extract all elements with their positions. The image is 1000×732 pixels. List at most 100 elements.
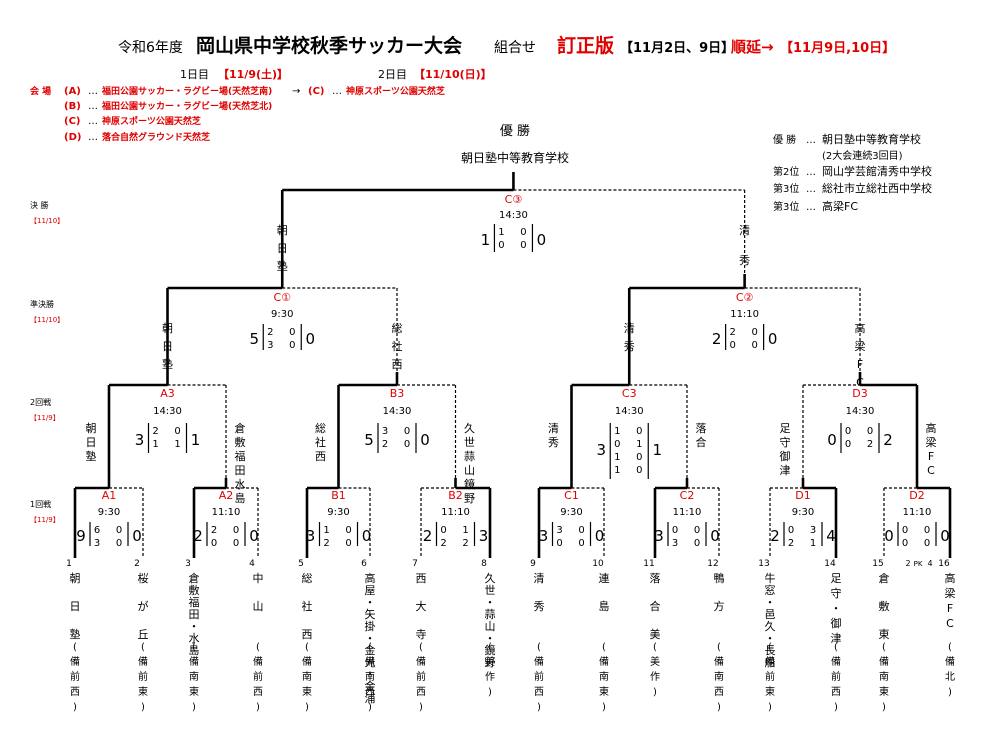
half-score-left: 0 [729, 340, 735, 351]
team-name-char: 美 [650, 628, 661, 641]
score-left: 3 [306, 527, 316, 545]
team-name-char: 桜 [138, 571, 149, 585]
half-score-right: 0 [578, 525, 584, 536]
team-region-char: 前 [253, 670, 263, 683]
match-time: 9:30 [271, 309, 293, 320]
team-region-char: 東 [189, 685, 199, 698]
team-name-char: 清 [534, 572, 545, 585]
team-name-char: 大 [416, 599, 427, 613]
team-region-char: ) [192, 702, 196, 713]
team-region-char: 備 [189, 655, 199, 668]
team-region-char: 北 [945, 671, 955, 683]
page-title: 岡山県中学校秋季サッカー大会 [196, 34, 462, 57]
score-left: 3 [135, 431, 145, 449]
advancer-name: 総 [315, 421, 326, 435]
team-region-char: 南 [879, 670, 889, 683]
half-score-right: 0 [924, 538, 930, 549]
venue-b-dots: … [88, 101, 98, 112]
match-label: C① [273, 291, 291, 304]
score-right: 4 [826, 527, 836, 545]
result-1-dots: … [806, 135, 816, 146]
team-region-char: 美 [485, 655, 495, 668]
result-3-name: 総社市立総社西中学校 [822, 181, 932, 195]
half-score-right: 0 [345, 525, 351, 536]
pk-right: 4 [927, 559, 932, 568]
advancer-name: 総 [392, 321, 403, 335]
round-semi-name: 準決勝 [30, 299, 54, 309]
match-label: B2 [448, 489, 463, 502]
team-name-char: ・ [189, 620, 200, 633]
match-label: A2 [219, 489, 234, 502]
advancer-name: F [857, 358, 863, 371]
half-score-left: 2 [729, 327, 735, 338]
venue-a-name: 福田公園サッカー・ラグビー場(天然芝南) [101, 85, 272, 97]
advancer-name: 朝 [86, 422, 97, 435]
team-name-char: 敷 [189, 583, 200, 597]
team-region-char: ) [602, 702, 606, 713]
match-label: A1 [102, 489, 117, 502]
team-number: 10 [592, 559, 604, 569]
team-number: 11 [643, 559, 654, 569]
team-region-char: 東 [765, 685, 775, 698]
team-region-char: ) [419, 702, 423, 713]
round-labels: 決 勝 【11/10】 準決勝 【11/10】 2回戦 【11/9】 1回戦 【… [30, 200, 64, 524]
match-label: B3 [390, 387, 405, 400]
half-score-left: 0 [614, 439, 620, 450]
team-name-char: ・ [365, 668, 376, 681]
round-final-date: 【11/10】 [30, 217, 64, 225]
half-score-right: 1 [636, 439, 642, 450]
half-score-right: 1 [174, 439, 180, 450]
team-name-char: 水 [189, 632, 200, 645]
team-region-char: 西 [253, 687, 263, 698]
half-score-left: 2 [323, 538, 329, 549]
advancer-name: 福 [235, 449, 246, 463]
score-right: 0 [362, 527, 372, 545]
team-region-char: ( [948, 642, 952, 653]
team-name-char: 落 [650, 572, 661, 585]
team-number: 8 [481, 559, 487, 569]
team-name-char: 久 [765, 620, 776, 633]
advancer-name: C [856, 376, 864, 389]
team-region-char: ) [653, 687, 657, 698]
half-score-right: 0 [636, 465, 642, 476]
header-correction: 訂正版 [557, 34, 614, 57]
half-score-left: 2 [152, 426, 158, 437]
advancer-name: 秀 [624, 340, 635, 353]
advancer-name: 野 [464, 492, 475, 505]
advancer-name: 敷 [235, 435, 246, 449]
score-left: 1 [481, 231, 491, 249]
half-score-right: 0 [578, 538, 584, 549]
half-score-right: 1 [462, 525, 468, 536]
round-2-date: 【11/9】 [30, 414, 60, 422]
advancer-name: 島 [235, 491, 246, 505]
advancer-name: 倉 [235, 421, 246, 435]
team-number: 9 [530, 559, 536, 569]
team-region-char: 備 [253, 655, 263, 668]
half-score-right: 0 [233, 538, 239, 549]
team-name-char: ・ [485, 596, 496, 609]
team-name-char: 敷 [879, 599, 890, 613]
result-3-label: 第3位 [773, 182, 799, 195]
advancer-name: 高 [926, 421, 937, 435]
score-right: 0 [768, 330, 778, 348]
team-region-char: ) [305, 702, 309, 713]
score-right: 0 [305, 330, 315, 348]
team-region-char: ) [717, 702, 721, 713]
half-score-right: 0 [345, 538, 351, 549]
result-1-name: 朝日塾中等教育学校 [822, 132, 921, 146]
match-time: 9:30 [98, 507, 120, 518]
team-region-char: ( [768, 642, 772, 653]
team-region-char: ( [488, 642, 492, 653]
result-4-label: 第3位 [773, 200, 799, 213]
half-score-right: 0 [694, 525, 700, 536]
team-region-char: 前 [70, 670, 80, 683]
half-score-right: 0 [116, 538, 122, 549]
score-left: 2 [770, 527, 780, 545]
champion-label: 優 勝 [500, 124, 530, 139]
advancer-name: 守 [780, 435, 791, 449]
team-name-char: 世 [485, 584, 496, 597]
team-region-char: 南 [189, 670, 199, 683]
team-name-char: 西 [416, 572, 427, 585]
half-score-right: 0 [404, 439, 410, 450]
day2-label: 2日目 [378, 68, 407, 81]
